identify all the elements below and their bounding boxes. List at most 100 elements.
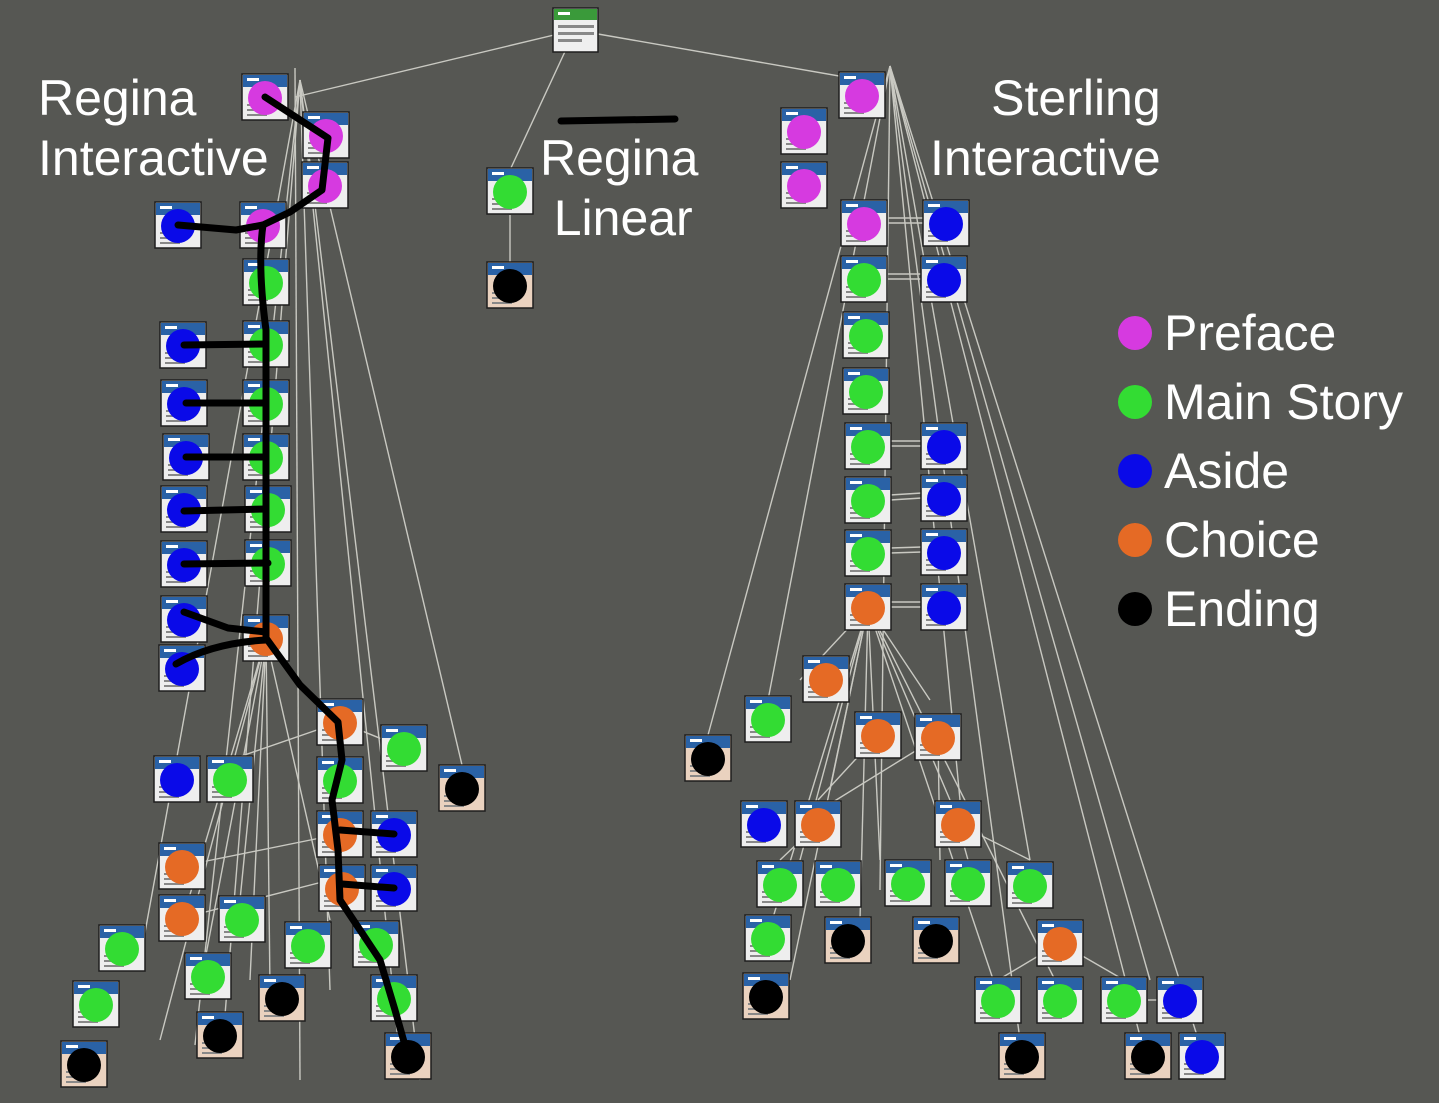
main-story-node <box>486 167 534 215</box>
root-node <box>552 7 599 53</box>
node-title-bar <box>376 979 388 982</box>
choice-node <box>794 800 842 848</box>
node-text-line <box>164 685 184 687</box>
ending-dot <box>493 269 527 303</box>
node-text-line <box>1106 1017 1126 1019</box>
tree-edge <box>867 606 1061 991</box>
node-title-bar <box>918 921 930 924</box>
node-text-line <box>164 883 184 885</box>
ending-node <box>258 974 306 1022</box>
marker-path <box>336 826 398 838</box>
choice-dot <box>1043 927 1077 961</box>
node-title-bar <box>164 649 176 652</box>
node-title-bar <box>160 206 172 209</box>
main-story-node <box>842 367 890 415</box>
marker-path <box>172 636 270 668</box>
node-text-line <box>926 463 946 465</box>
node-title-bar <box>846 260 858 263</box>
node-title-bar <box>850 481 862 484</box>
tree-edge <box>767 65 891 701</box>
node-text-line <box>166 636 186 638</box>
main-story-dot <box>851 430 885 464</box>
node-title-bar <box>846 204 858 207</box>
node-title-bar <box>166 600 178 603</box>
marker-path <box>180 559 272 568</box>
node-text-line <box>940 841 960 843</box>
node-title-bar <box>224 900 236 903</box>
node-text-line <box>444 805 464 807</box>
node-title-bar <box>492 266 504 269</box>
tree-edge <box>509 29 576 171</box>
node-title-bar <box>248 438 260 441</box>
node-title-bar <box>212 760 224 763</box>
node-text-line <box>250 526 270 528</box>
main-story-node <box>974 976 1022 1024</box>
node-title-bar <box>928 204 940 207</box>
node-title-bar <box>1106 981 1118 984</box>
node-text-line <box>830 957 850 959</box>
node-title-bar <box>820 865 832 868</box>
highlight-paths <box>172 93 679 1060</box>
node-title-bar <box>926 260 938 263</box>
aside-dot <box>1185 1040 1219 1074</box>
node-text-line <box>168 474 188 476</box>
root-text-line <box>558 25 594 28</box>
node-title-bar <box>264 979 276 982</box>
ending-dot <box>445 772 479 806</box>
main-story-dot <box>849 375 883 409</box>
node-text-line <box>290 962 310 964</box>
choice-dot <box>801 808 835 842</box>
node-title-bar <box>926 588 938 591</box>
label-regina-interactive: Regina Interactive <box>38 68 269 188</box>
node-title-bar <box>1042 981 1054 984</box>
ending-dot <box>691 742 725 776</box>
node-text-line <box>248 299 268 301</box>
node-title-bar <box>926 479 938 482</box>
main-story-node <box>844 476 892 524</box>
choice-node <box>158 842 206 890</box>
node-title-bar <box>358 925 370 928</box>
main-story-dot <box>79 988 113 1022</box>
tree-edge <box>789 606 869 981</box>
tree-edge <box>889 497 923 501</box>
main-story-dot <box>851 484 885 518</box>
node-text-line <box>264 1015 284 1017</box>
ending-dot <box>1131 1040 1165 1074</box>
node-text-line <box>322 851 342 853</box>
main-story-node <box>840 255 888 303</box>
preface-node <box>840 199 888 247</box>
aside-dot <box>165 652 199 686</box>
main-story-node <box>1100 976 1148 1024</box>
root-header <box>554 9 597 20</box>
node-title-bar <box>202 1016 214 1019</box>
marker-path <box>180 608 270 636</box>
node-title-bar <box>248 619 260 622</box>
main-story-node <box>184 952 232 1000</box>
label-regina-linear: Regina Linear <box>540 128 698 248</box>
main-story-dot <box>763 868 797 902</box>
node-title-bar <box>322 815 334 818</box>
tree-edge <box>867 606 951 801</box>
main-story-node <box>284 921 332 969</box>
choice-node <box>934 800 982 848</box>
node-text-line <box>159 796 179 798</box>
node-title-bar <box>950 864 962 867</box>
node-title-bar <box>786 166 798 169</box>
ending-node <box>486 261 534 309</box>
legend-label: Preface <box>1164 305 1337 361</box>
node-title-bar <box>164 847 176 850</box>
main-story-dot <box>1043 984 1077 1018</box>
node-text-line <box>846 240 866 242</box>
node-text-line <box>248 474 268 476</box>
choice-node <box>802 655 850 703</box>
main-story-dot <box>387 732 421 766</box>
node-text-line <box>928 240 948 242</box>
node-title-bar <box>376 869 388 872</box>
preface-dot <box>845 79 879 113</box>
node-text-line <box>926 569 946 571</box>
node-text-line <box>248 655 268 657</box>
tree-edge <box>159 637 267 1041</box>
node-title-bar <box>1130 1037 1142 1040</box>
node-text-line <box>376 1015 396 1017</box>
node-text-line <box>386 765 406 767</box>
